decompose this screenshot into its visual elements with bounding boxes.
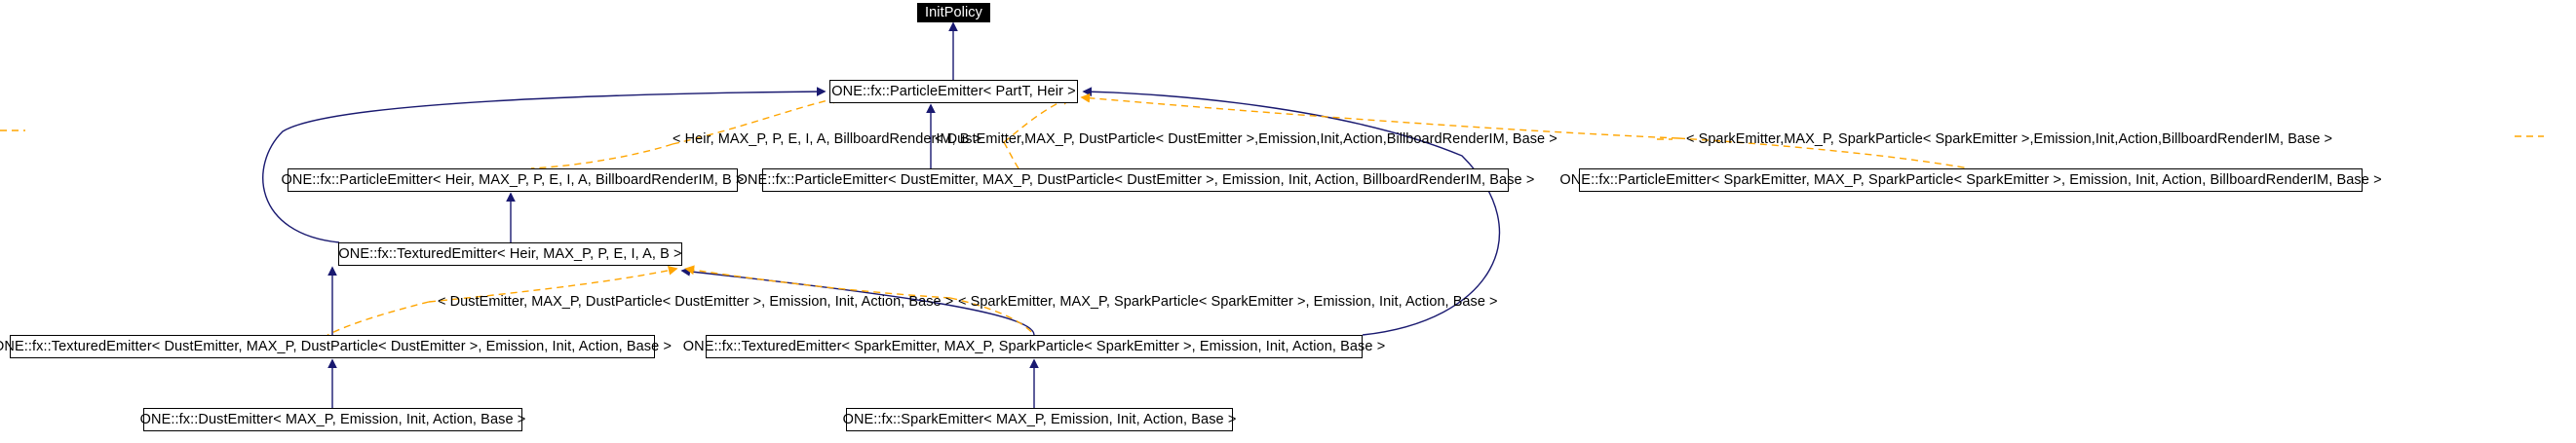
class-node-init-policy[interactable]: InitPolicy xyxy=(917,3,990,22)
class-node-textured-emitter-heir[interactable]: ONE::fx::TexturedEmitter< Heir, MAX_P, P… xyxy=(338,242,682,266)
edge-particle-emitter-to-heir xyxy=(262,87,827,243)
edge-label-label-spark-textured-template: < SparkEmitter, MAX_P, SparkParticle< Sp… xyxy=(958,294,1498,310)
class-node-particle-emitter-spark[interactable]: ONE::fx::ParticleEmitter< SparkEmitter, … xyxy=(1559,168,2382,192)
class-node-textured-emitter-dust[interactable]: ONE::fx::TexturedEmitter< DustEmitter, M… xyxy=(0,335,672,358)
class-node-spark-emitter[interactable]: ONE::fx::SparkEmitter< MAX_P, Emission, … xyxy=(843,408,1236,431)
class-node-particle-emitter-heir[interactable]: ONE::fx::ParticleEmitter< Heir, MAX_P, P… xyxy=(282,168,744,192)
edge-label-label-dust-textured-template: < DustEmitter, MAX_P, DustParticle< Dust… xyxy=(438,294,954,310)
class-node-dust-emitter[interactable]: ONE::fx::DustEmitter< MAX_P, Emission, I… xyxy=(140,408,525,431)
class-node-particle-emitter-partt-heir[interactable]: ONE::fx::ParticleEmitter< PartT, Heir > xyxy=(829,80,1078,103)
class-node-particle-emitter-dust[interactable]: ONE::fx::ParticleEmitter< DustEmitter, M… xyxy=(737,168,1534,192)
class-node-textured-emitter-spark[interactable]: ONE::fx::TexturedEmitter< SparkEmitter, … xyxy=(683,335,1385,358)
edge-label-label-dust-template: < DustEmitter,MAX_P, DustParticle< DustE… xyxy=(935,131,1557,147)
edge-label-label-spark-template: < SparkEmitter,MAX_P, SparkParticle< Spa… xyxy=(1686,131,2333,147)
